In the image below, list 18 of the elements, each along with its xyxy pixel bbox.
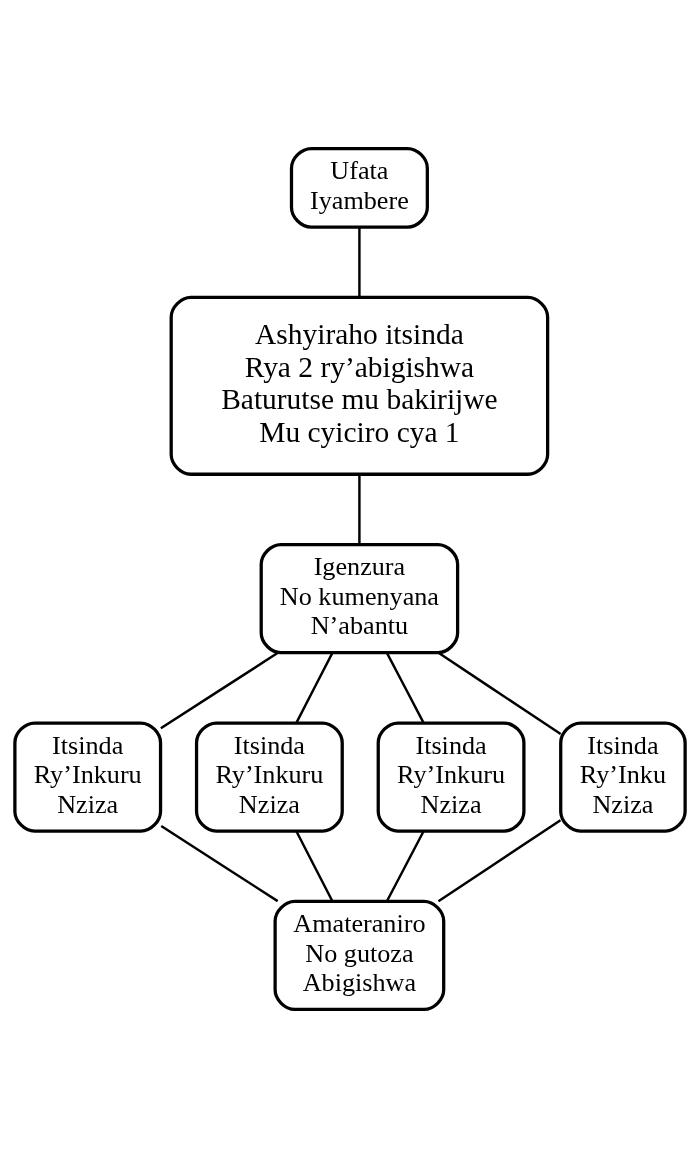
node-box: Itsinda Ry’Inkuru Nziza — [194, 720, 344, 833]
connector — [358, 474, 361, 544]
connector — [385, 830, 425, 902]
node-box: Amateraniro No gutoza Abigishwa — [273, 899, 446, 1011]
connector — [295, 651, 334, 723]
connector — [437, 651, 562, 735]
node-box: Itsinda Ry’Inkuru Nziza — [376, 720, 526, 833]
connector — [437, 818, 562, 902]
node-box: Ufata Iyambere — [289, 146, 429, 229]
connector — [385, 651, 425, 723]
connector — [358, 227, 361, 297]
node-box: Igenzura No kumenyana N’abantu — [259, 542, 460, 654]
connector — [295, 830, 334, 902]
node-box: Ashyiraho itsinda Rya 2 ry’abigishwa Baturutse mu bakirijwe Mu cyiciro cya 1 — [169, 295, 550, 476]
node-box: Itsinda Ry’Inku Nziza — [559, 720, 687, 833]
connector — [160, 651, 279, 729]
node-box: Itsinda Ry’Inkuru Nziza — [13, 720, 163, 833]
connector — [160, 824, 279, 902]
